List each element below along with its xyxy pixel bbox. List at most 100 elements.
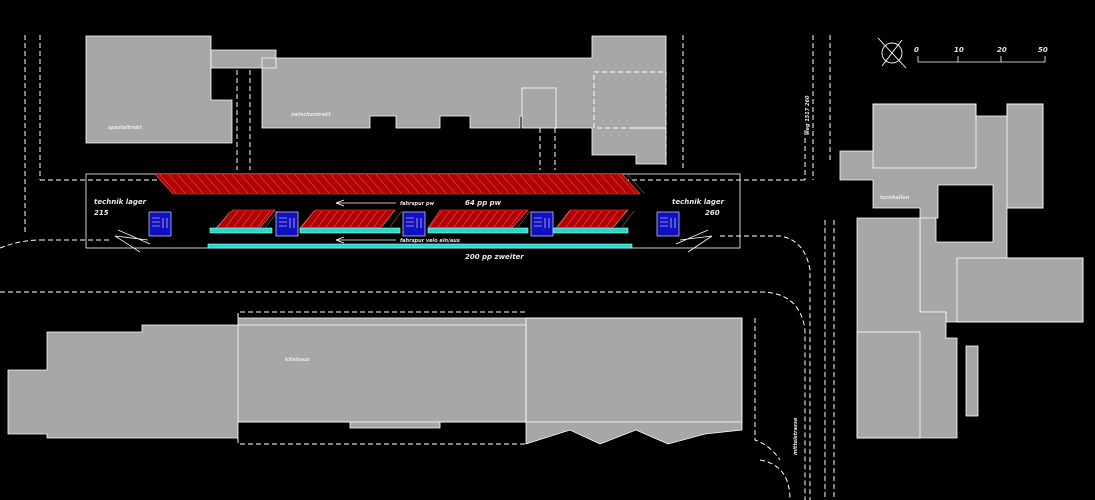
parking-block-1 <box>215 209 276 229</box>
label-zwischentrakt: zwischentrakt <box>290 112 331 118</box>
parking-hatch-line <box>339 174 357 194</box>
parking-hatch-line <box>285 174 303 194</box>
turnhallen-inner-3 <box>956 257 1084 323</box>
parking-block-hatch-line <box>225 210 239 228</box>
parking-hatch-line <box>420 174 438 194</box>
label-street-right: mittelstrasse <box>793 417 799 455</box>
parking-block-hatch-line <box>325 210 339 228</box>
parking-block-hatch-line <box>233 210 247 228</box>
parking-hatch-line <box>573 174 591 194</box>
road-line-main-right <box>720 235 811 500</box>
parking-hatch-line <box>438 174 456 194</box>
parking-block-hatch-line <box>605 210 619 228</box>
parking-hatch-line <box>474 174 492 194</box>
parking-block-hatch-line <box>365 210 379 228</box>
core-5 <box>656 211 680 237</box>
label-turnhallen: turnhallen <box>880 195 910 201</box>
parking-block-hatch-line <box>565 210 579 228</box>
parking-hatch-line <box>582 174 600 194</box>
label-spezialtrakt: spezialtrakt <box>108 125 142 131</box>
parking-hatch-line <box>510 174 528 194</box>
label-technik-right: technik lager <box>672 198 725 206</box>
ramp-left-lines <box>114 229 151 253</box>
parking-hatch-line <box>294 174 312 194</box>
lower-buildings <box>7 311 743 445</box>
parking-hatch-line <box>177 174 195 194</box>
parking-block-hatch-line <box>381 210 395 228</box>
parking-block-4 <box>555 209 629 229</box>
parking-hatch-line <box>627 174 645 194</box>
road-line-bottom-left <box>0 239 41 249</box>
parking-hatch-line <box>186 174 204 194</box>
bike-strip-lower <box>207 243 633 249</box>
scale-tick-1: 10 <box>954 46 964 54</box>
parking-block-hatch-line <box>461 210 475 228</box>
arrow-upper <box>335 199 396 207</box>
bike-strip-4 <box>552 227 629 234</box>
bike-strip-3 <box>427 227 529 234</box>
turnhallen-inner-1 <box>872 103 977 169</box>
scale-bar <box>917 56 1046 63</box>
ramp-right-lines <box>675 229 713 253</box>
parking-hatch-line <box>258 174 276 194</box>
parking-hatch-line <box>168 174 186 194</box>
parking-hatch-line <box>501 174 519 194</box>
core-1 <box>148 211 172 237</box>
road-line-upper-street <box>0 291 806 500</box>
parking-hatch-line <box>456 174 474 194</box>
bike-strip-2 <box>299 227 401 234</box>
parking-hatch-line <box>330 174 348 194</box>
right-lower-inner <box>856 331 921 439</box>
parking-hatch-line <box>429 174 447 194</box>
parking-block-hatch-line <box>257 210 271 228</box>
parking-block-hatch-line <box>357 210 371 228</box>
parking-hatch-line <box>303 174 321 194</box>
core-3 <box>402 211 426 237</box>
parking-hatch-line <box>321 174 339 194</box>
parking-block-hatch-line <box>501 210 515 228</box>
parking-block-hatch-line <box>317 210 331 228</box>
parking-hatch-line <box>402 174 420 194</box>
parking-block-hatch-line <box>249 210 263 228</box>
parking-block-hatch <box>217 210 635 228</box>
parking-hatch-line <box>492 174 510 194</box>
parking-hatch-line <box>159 174 177 194</box>
parking-hatch-line <box>600 174 618 194</box>
scale-tick-3: 50 <box>1038 46 1048 54</box>
core-2 <box>275 211 299 237</box>
building-zwischentrakt <box>210 35 667 165</box>
label-upper-count: 64 pp pw <box>465 199 502 207</box>
parking-hatch-line <box>609 174 627 194</box>
parking-block-hatch-line <box>453 210 467 228</box>
cores <box>148 211 680 237</box>
parking-block-hatch-line <box>309 210 323 228</box>
scale-bar-line <box>917 56 1046 63</box>
parking-hatch-line <box>564 174 582 194</box>
parking-block-hatch-line <box>573 210 587 228</box>
scale-tick-2: 20 <box>997 46 1007 54</box>
parking-hatch-line <box>231 174 249 194</box>
core-details <box>152 217 676 228</box>
parking-block-hatch-line <box>301 210 315 228</box>
kitahaus-dashed-outline <box>237 311 526 445</box>
north-arrow <box>877 37 907 69</box>
core-4 <box>530 211 554 237</box>
parking-hatch-line <box>366 174 384 194</box>
parking-block-hatch-line <box>557 210 571 228</box>
parking-block-hatch-line <box>341 210 355 228</box>
arrows <box>335 199 396 244</box>
building-zwischentrakt-tower <box>521 87 557 129</box>
parking-hatch-line <box>222 174 240 194</box>
building-kitahaus <box>7 317 743 445</box>
parking-hatch-line <box>591 174 609 194</box>
scale-bar-labels: 0 10 20 50 <box>914 46 1048 54</box>
parking-hatch-line <box>618 174 636 194</box>
parking-hatch-line <box>393 174 411 194</box>
label-upper-arrow: fahrspur pw <box>400 201 434 207</box>
north-arrow-needle <box>877 37 907 69</box>
label-street-top: weg 1517 260 <box>805 95 811 135</box>
parking-row-upper-hatch <box>159 174 645 194</box>
parking-hatch-line <box>519 174 537 194</box>
parking-hatch-line <box>555 174 573 194</box>
